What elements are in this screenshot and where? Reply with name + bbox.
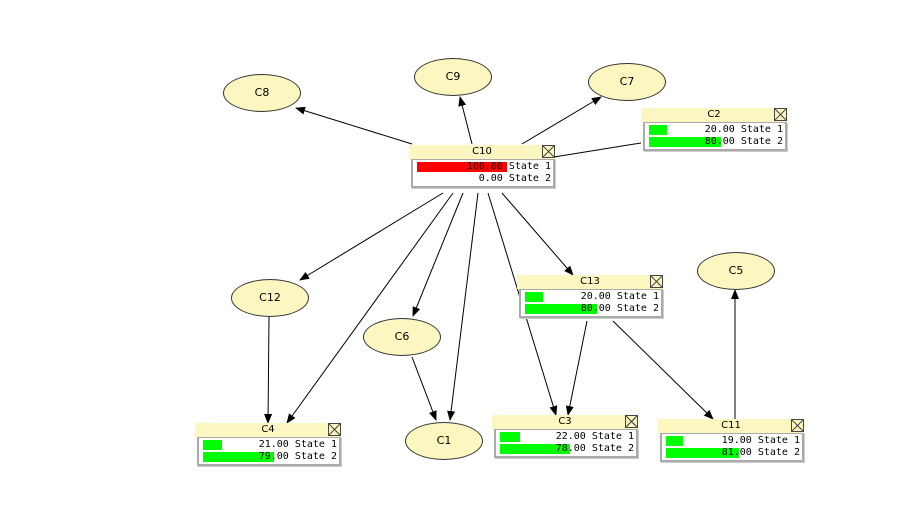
node-C5[interactable]: C5 [697, 252, 775, 290]
belief-bar [417, 162, 507, 172]
edge-C10-C12 [299, 192, 444, 281]
node-name: C13 [580, 276, 600, 287]
belief-bar [203, 452, 275, 462]
state-label: State 1 [616, 291, 659, 302]
node-C7[interactable]: C7 [588, 63, 666, 101]
state-value: 20.00 [580, 291, 611, 302]
state-row[interactable]: 81.00 State 2 [664, 447, 800, 459]
state-value: 22.00 [555, 431, 586, 442]
edge-C10-C9 [458, 96, 473, 145]
node-name: C4 [261, 424, 275, 435]
state-value: 21.00 [258, 439, 289, 450]
edge-C10-C13 [501, 192, 574, 276]
edge-C6-C1 [411, 356, 437, 421]
state-label: State 1 [757, 435, 800, 446]
state-value: 78.00 [555, 443, 586, 454]
state-label: State 2 [294, 451, 337, 462]
state-label: State 1 [508, 161, 551, 172]
close-icon[interactable] [625, 415, 638, 428]
state-value: 79.00 [258, 451, 289, 462]
state-row[interactable]: 21.00 State 1 [201, 439, 337, 451]
node-C9[interactable]: C9 [414, 58, 492, 96]
edge-C10-C7 [521, 96, 602, 145]
state-value: 80.00 [580, 303, 611, 314]
node-name: C11 [721, 420, 741, 431]
belief-bar [500, 432, 520, 442]
monitor-title: C11 [658, 419, 804, 433]
close-icon[interactable] [774, 108, 787, 121]
close-icon[interactable] [542, 145, 555, 158]
state-label: State 1 [294, 439, 337, 450]
close-icon[interactable] [650, 275, 663, 288]
belief-bar [649, 137, 721, 147]
node-name: C3 [558, 416, 572, 427]
edge-C10-C1 [447, 192, 479, 421]
monitor-title: C2 [641, 108, 787, 122]
state-value: 20.00 [704, 124, 735, 135]
state-row[interactable]: 19.00 State 1 [664, 435, 800, 447]
state-row[interactable]: 80.00 State 2 [647, 136, 783, 148]
node-C12[interactable]: C12 [231, 279, 309, 317]
node-C6[interactable]: C6 [363, 318, 441, 356]
monitor-title: C10 [409, 145, 555, 159]
monitor-title: C13 [517, 275, 663, 289]
edge-C10-C6 [412, 192, 464, 317]
state-label: State 2 [757, 447, 800, 458]
belief-bar [666, 448, 739, 458]
state-value: 81.00 [721, 447, 752, 458]
state-row[interactable]: 100.00 State 1 [415, 161, 551, 173]
belief-bar [666, 436, 684, 446]
state-row[interactable]: 80.00 State 2 [523, 303, 659, 315]
belief-bar [649, 125, 667, 135]
state-row[interactable]: 20.00 State 1 [647, 124, 783, 136]
belief-bar [203, 440, 222, 450]
node-name: C2 [707, 109, 721, 120]
edge-C10-C8 [295, 106, 413, 145]
edge-C12-C4 [264, 316, 273, 424]
node-C1[interactable]: C1 [405, 422, 483, 460]
monitor-title: C4 [195, 423, 341, 437]
state-label: State 1 [591, 431, 634, 442]
state-row[interactable]: 0.00 State 2 [415, 173, 551, 185]
edge-C13-C11 [612, 320, 714, 420]
state-row[interactable]: 78.00 State 2 [498, 443, 634, 455]
state-label: State 1 [740, 124, 783, 135]
state-label: State 2 [591, 443, 634, 454]
edge-C10-C4 [286, 192, 454, 424]
state-value: 80.00 [704, 136, 735, 147]
edge-C2-C10 [553, 142, 642, 158]
state-label: State 2 [740, 136, 783, 147]
state-value: 100.00 [466, 161, 503, 172]
close-icon[interactable] [328, 423, 341, 436]
node-C8[interactable]: C8 [223, 74, 301, 112]
state-row[interactable]: 20.00 State 1 [523, 291, 659, 303]
state-row[interactable]: 22.00 State 1 [498, 431, 634, 443]
node-name: C10 [472, 146, 492, 157]
state-label: State 2 [616, 303, 659, 314]
close-icon[interactable] [791, 419, 804, 432]
state-label: State 2 [508, 173, 551, 184]
state-row[interactable]: 79.00 State 2 [201, 451, 337, 463]
belief-bar [525, 292, 543, 302]
state-value: 19.00 [721, 435, 752, 446]
edge-C13-C3 [565, 320, 588, 416]
state-value: 0.00 [478, 173, 503, 184]
belief-bar [500, 444, 571, 454]
monitor-title: C3 [492, 415, 638, 429]
belief-bar [525, 304, 597, 314]
